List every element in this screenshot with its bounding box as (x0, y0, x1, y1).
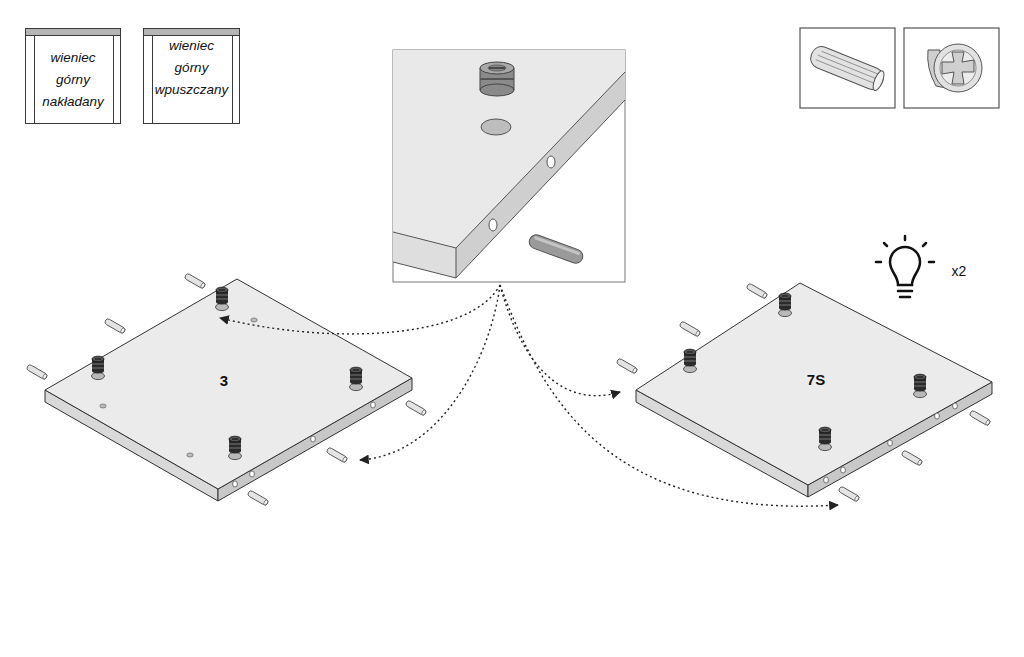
box-text: wieniec górny nakładany (33, 47, 113, 113)
cam-lock (480, 62, 514, 96)
info-box: wieniec górny wpuszczany (143, 28, 240, 124)
dotted-arrows (220, 285, 838, 506)
part-number: 3 (220, 372, 228, 389)
quantity-label: x2 (952, 263, 967, 279)
hardware-icons (800, 28, 999, 108)
part-number: 7S (807, 371, 825, 388)
lightbulb-icon (876, 236, 934, 297)
box-side-line (232, 35, 233, 123)
box-side-line (152, 35, 153, 123)
panel-3 (26, 273, 427, 506)
box-header-bar (26, 29, 120, 36)
detail-inset (393, 50, 625, 282)
panel-7s (616, 283, 992, 502)
box-text: wieniec górny wpuszczany (152, 35, 232, 101)
dowel (527, 233, 584, 265)
info-box: wieniec górny nakładany (25, 28, 121, 124)
box-side-line (113, 35, 114, 123)
dowel-icon (808, 44, 887, 93)
box-header-bar (144, 29, 239, 36)
cam-icon (928, 44, 982, 92)
box-side-line (34, 35, 35, 123)
